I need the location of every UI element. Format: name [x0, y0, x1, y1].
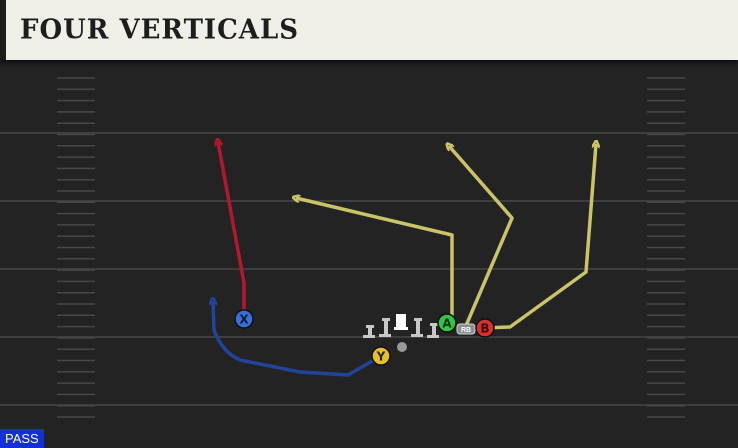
player-b-label: B — [480, 322, 489, 336]
lineman-lt — [363, 325, 375, 338]
player-y-label: Y — [376, 350, 386, 364]
play-title: FOUR VERTICALS — [20, 14, 300, 46]
running-back-tag[interactable]: RB — [456, 323, 476, 335]
lineman-rg — [411, 318, 423, 337]
route-x — [218, 142, 246, 318]
hash-marks — [57, 77, 685, 418]
player-b[interactable]: B — [475, 318, 495, 338]
player-x[interactable]: X — [234, 309, 254, 329]
quarterback-marker — [397, 342, 407, 352]
player-a[interactable]: A — [437, 313, 457, 333]
field-svg: RB X Y A B — [0, 77, 738, 418]
center — [394, 314, 408, 330]
play-type-badge: PASS — [0, 429, 44, 448]
route-rb — [449, 146, 514, 329]
rb-label: RB — [461, 327, 471, 334]
lineman-lg — [379, 318, 391, 337]
lineman-rt — [427, 323, 439, 338]
route-y — [213, 301, 382, 377]
title-accent — [0, 0, 6, 60]
route-b — [484, 144, 596, 330]
player-x-label: X — [239, 313, 249, 327]
title-bar: FOUR VERTICALS — [0, 0, 738, 60]
route-a — [296, 198, 454, 322]
player-a-label: A — [442, 317, 452, 331]
offensive-line — [363, 314, 439, 338]
playbook-field: RB X Y A B — [0, 60, 738, 448]
yard-lines — [0, 132, 738, 406]
player-y[interactable]: Y — [371, 346, 391, 366]
